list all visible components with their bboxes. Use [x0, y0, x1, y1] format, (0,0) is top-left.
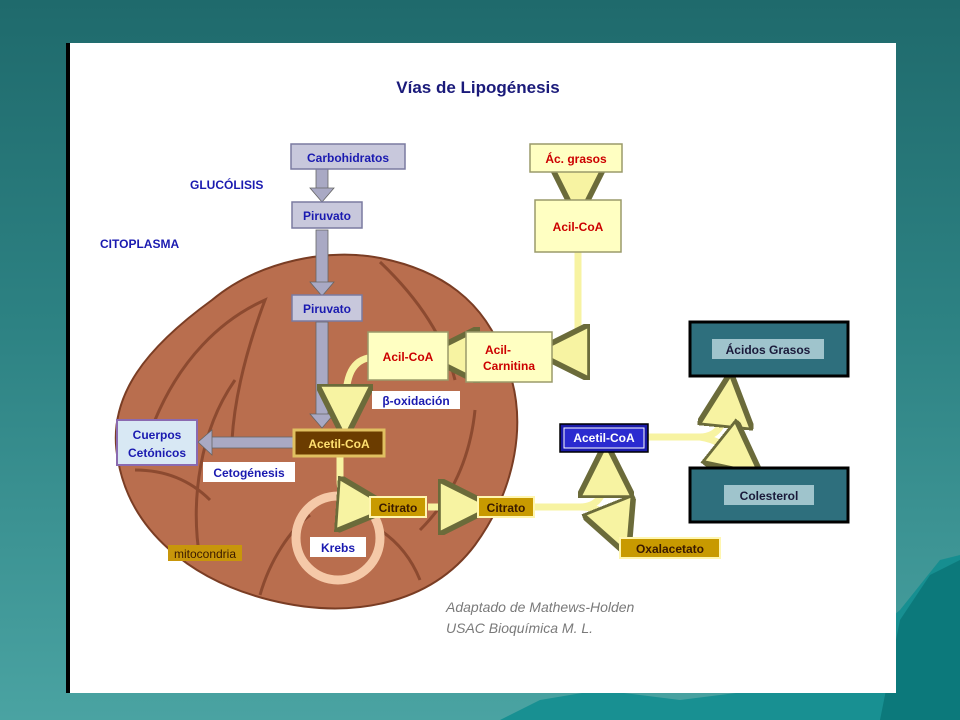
node-label: Piruvato: [303, 209, 351, 223]
region-label-citoplasma: CITOPLASMA: [100, 237, 179, 251]
node-acidos-grasos: Ácidos Grasos: [688, 320, 850, 378]
arrow-head: [309, 281, 335, 297]
node-label: Oxalacetato: [636, 542, 704, 556]
node-label: Colesterol: [740, 489, 799, 503]
node-box: [290, 143, 406, 170]
node-label: Piruvato: [303, 302, 351, 316]
diagram-title: Vías de Lipogénesis: [396, 78, 559, 97]
mitochondrion-crista: [194, 379, 237, 561]
node-label: Acetil-CoA: [573, 431, 635, 445]
label-bg: [372, 391, 460, 409]
arrow-to-acidos-grasos: [700, 400, 728, 441]
node-box: [291, 201, 363, 229]
diagram-panel: Vías de Lipogénesis: [66, 43, 896, 693]
node-ac-grasos: Ác. grasos: [529, 143, 623, 173]
arrow-head: [197, 429, 213, 456]
node-label-line1: Acil-: [485, 343, 511, 357]
arrow-citrato-split-up: [532, 470, 606, 511]
node-inner-label-bg: [712, 339, 824, 359]
region-label-mitocondria: mitocondria: [174, 547, 236, 561]
node-box: [465, 331, 553, 383]
background-wave-shape: [880, 560, 960, 720]
arrow-citrato-split-down: [579, 507, 618, 530]
node-oxalacetato: Oxalacetato: [619, 537, 721, 559]
credit-line-1: Adaptado de Mathews-Holden: [445, 599, 635, 615]
node-label: Ác. grasos: [545, 151, 607, 166]
node-box: [619, 537, 721, 559]
node-box: [116, 419, 198, 466]
node-carbohidratos: Carbohidratos: [290, 143, 406, 170]
node-label-line2: Cetónicos: [128, 446, 186, 460]
node-acil-coa-mitocondria: Acil-CoA: [367, 331, 449, 381]
node-inner-label-bg: [724, 485, 814, 505]
node-box: [477, 496, 535, 518]
node-label-line2: Carnitina: [483, 359, 535, 373]
label-text: β-oxidación: [382, 394, 449, 408]
credit-line-2: USAC Bioquímica M. L.: [446, 620, 593, 636]
node-label: Carbohidratos: [307, 151, 389, 165]
mitochondrion-crista: [153, 297, 268, 441]
arrow-shaft: [209, 436, 297, 449]
node-label: Ácidos Grasos: [726, 342, 811, 357]
node-label: Acil-CoA: [553, 220, 604, 234]
node-label: Acetil-CoA: [308, 437, 370, 451]
label-krebs: Krebs: [310, 537, 366, 557]
node-label: Acil-CoA: [383, 350, 434, 364]
node-colesterol: Colesterol: [688, 466, 850, 524]
node-label: Citrato: [379, 501, 418, 515]
label-bg: [310, 537, 366, 557]
node-box: [529, 143, 623, 173]
label-bg: [203, 462, 295, 482]
label-beta-oxidacion: β-oxidación: [372, 391, 460, 409]
arrow-shaft: [315, 229, 329, 287]
lipogenesis-diagram: Vías de Lipogénesis: [100, 78, 850, 636]
arrow-shaft: [315, 321, 329, 418]
node-citrato-citoplasma: Citrato: [477, 496, 535, 518]
node-acetil-coa-citoplasma: Acetil-CoA: [559, 423, 649, 453]
node-acil-carnitina: Acil- Carnitina: [465, 331, 553, 383]
label-text: Krebs: [321, 541, 355, 555]
arrow-head: [309, 187, 335, 203]
node-acetil-coa-mitocondria: Acetil-CoA: [292, 428, 386, 458]
mitocondria-badge-bg: [168, 545, 242, 561]
region-label-glucolisis: GLUCÓLISIS: [190, 177, 263, 192]
mitochondrion-crista: [134, 468, 212, 502]
mitochondrion-crista: [418, 409, 477, 532]
arrow-acilcoa-to-acetilcoa: [345, 354, 368, 412]
node-label: Citrato: [487, 501, 526, 515]
node-label-line1: Cuerpos: [133, 428, 182, 442]
node-cuerpos-cetonicos: Cuerpos Cetónicos: [116, 419, 198, 466]
node-box: [367, 331, 449, 381]
arrow-acetilcoa-to-citrato: [340, 455, 364, 506]
node-inner-box: [563, 427, 645, 449]
node-box: [534, 199, 622, 253]
yellow-pathway-arrows: [340, 172, 740, 530]
node-box: [291, 294, 363, 322]
node-box: [292, 428, 386, 458]
region-label-mitocondria-badge: mitocondria: [168, 545, 242, 561]
node-acil-coa-citoplasma: Acil-CoA: [534, 199, 622, 253]
label-text: Cetogénesis: [213, 466, 285, 480]
label-cetogenesis: Cetogénesis: [203, 462, 295, 482]
node-piruvato-citoplasma: Piruvato: [291, 201, 363, 229]
node-box: [369, 496, 427, 518]
node-citrato-mitocondria: Citrato: [369, 496, 427, 518]
arrow-to-colesterol: [699, 437, 740, 458]
node-piruvato-mitocondria: Piruvato: [291, 294, 363, 322]
arrow-acilcoa-to-carnitina: [562, 252, 578, 352]
